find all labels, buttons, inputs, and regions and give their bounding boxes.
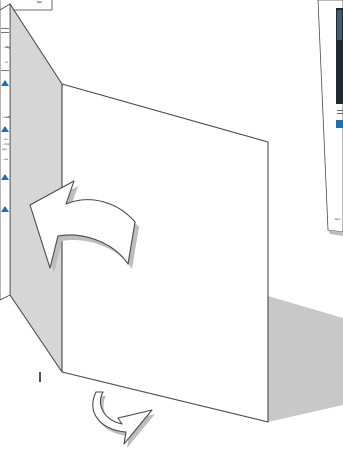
left-doc-snippet-4: ...pe <box>2 137 8 141</box>
left-doc-snippet-3: ...rodi <box>2 115 10 119</box>
left-doc-snippet-7: ...ea <box>2 157 8 161</box>
left-doc-snippet-1: ...dig <box>3 45 10 49</box>
right-document-page: Dev <box>318 0 343 236</box>
right-doc-snippet-1: Dev <box>335 217 341 221</box>
left-doc-snippet-6: ves. <box>2 147 8 151</box>
right-doc-accent-block <box>336 120 343 128</box>
bottom-left-mark <box>39 372 41 382</box>
panel-shadow <box>268 296 343 422</box>
left-document-strip: ...dig ...ur ...rodi ...pe ...rictt ves.… <box>0 4 10 300</box>
left-doc-snippet-5: ...rictt <box>2 142 9 146</box>
left-doc-snippet-2: ...ur <box>3 60 8 64</box>
curved-arrow-bottom-right-icon <box>93 392 155 448</box>
left-doc-snippet-0: Sol <box>37 0 42 4</box>
folded-left-flap <box>10 4 62 372</box>
standing-white-panel <box>62 84 268 422</box>
